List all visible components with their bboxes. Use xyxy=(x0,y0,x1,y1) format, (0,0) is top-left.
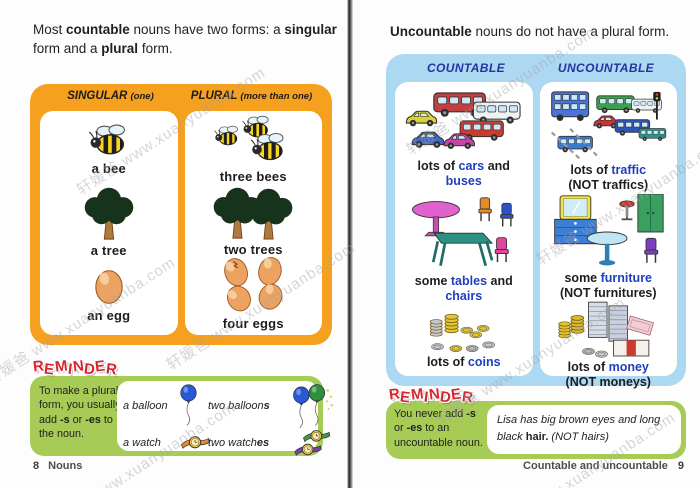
section-title: Countable and uncountable xyxy=(523,460,668,472)
plural-item-bees: three bees xyxy=(212,115,294,184)
item-caption: lots of traffic (NOT traffics) xyxy=(568,163,649,193)
reminder-note: To make a plural form, you usually add -… xyxy=(39,385,121,440)
tree-icon xyxy=(84,186,134,240)
singular-item-egg: an egg xyxy=(87,266,130,323)
singular-plural-table: SINGULAR (one) PLURAL (more than one) a … xyxy=(30,84,332,345)
countable-item-vehicles: lots of cars and buses xyxy=(403,90,525,190)
uncountable-item-money: lots of money (NOT moneys) xyxy=(556,301,660,391)
money-icon xyxy=(558,301,655,358)
watch-icon xyxy=(181,436,210,449)
cars-buses-icon xyxy=(405,92,521,150)
furniture-icon xyxy=(554,193,664,265)
item-caption: three bees xyxy=(219,169,287,185)
example-sentence: Lisa has big brown eyes and long black h… xyxy=(497,414,661,444)
bee-icon xyxy=(87,123,131,159)
example-row-balloon: a balloon two balloons xyxy=(123,384,333,428)
singular-header-note: (one) xyxy=(130,91,154,102)
countable-uncountable-table: COUNTABLE UNCOUNTABLE xyxy=(386,54,686,389)
item-caption: a bee xyxy=(91,161,126,177)
example-singular: a watch xyxy=(123,437,161,449)
example-sentence-box: Lisa has big brown eyes and long black h… xyxy=(487,405,681,454)
item-caption: four eggs xyxy=(222,315,284,331)
examples-box: a balloon two balloons a watch two watch… xyxy=(117,381,333,456)
example-row-watch: a watch two watches xyxy=(123,428,331,458)
two-watches-icon xyxy=(294,430,331,456)
reminder-box: To make a plural form, you usually add -… xyxy=(30,376,333,456)
singular-header-label: SINGULAR xyxy=(67,90,128,102)
page-gutter xyxy=(347,0,353,488)
reminder-title: REMINDER xyxy=(388,385,475,407)
item-caption: lots of coins xyxy=(426,354,501,369)
item-caption: an egg xyxy=(87,307,131,323)
countable-item-coins: lots of coins xyxy=(421,312,507,370)
uncountable-item-furniture: some furniture (NOT furnitures) xyxy=(548,193,668,302)
example-plural: two watches xyxy=(208,437,270,449)
plural-header: PLURAL (more than one) xyxy=(181,90,322,110)
uncountable-cell: lots of traffic (NOT traffics) xyxy=(539,82,677,389)
singular-header: SINGULAR (one) xyxy=(40,90,181,110)
singular-item-tree: a tree xyxy=(81,185,137,258)
reminder-box: You never add -s or -es to an uncountabl… xyxy=(386,401,686,459)
coins-icon xyxy=(429,313,495,352)
tables-chairs-icon xyxy=(411,197,514,267)
item-caption: two trees xyxy=(223,241,283,257)
example-plural: two balloons xyxy=(208,400,270,412)
plural-item-eggs: four eggs xyxy=(219,256,287,331)
uncountable-item-traffic: lots of traffic (NOT traffics) xyxy=(547,90,669,194)
table-header-row: SINGULAR (one) PLURAL (more than one) xyxy=(40,90,322,110)
plural-item-trees: two trees xyxy=(210,185,296,257)
countable-cell: lots of cars and buses xyxy=(395,82,533,376)
four-eggs-icon xyxy=(221,256,287,314)
section-title: Nouns xyxy=(48,460,83,472)
countable-header-label: COUNTABLE xyxy=(426,61,506,75)
item-caption: a tree xyxy=(90,242,127,258)
plural-header-label: PLURAL xyxy=(190,90,238,102)
three-bees-icon xyxy=(212,115,294,167)
right-page-footer: Countable and uncountable 9 xyxy=(523,460,684,472)
item-caption: lots of cars and buses xyxy=(417,159,510,189)
reminder-note: You never add -s or -es to an uncountabl… xyxy=(394,408,483,449)
singular-item-bee: a bee xyxy=(87,123,131,176)
traffic-icon xyxy=(551,91,667,161)
item-caption: lots of money (NOT moneys) xyxy=(565,360,651,390)
uncountable-header-label: UNCOUNTABLE xyxy=(557,61,655,75)
two-trees-icon xyxy=(213,186,294,239)
left-intro-text: Most countable nouns have two forms: a s… xyxy=(33,22,337,56)
page-number: 8 xyxy=(33,460,40,472)
item-caption: some tables and chairs xyxy=(414,273,513,304)
plural-cell: three bees two trees xyxy=(184,111,322,335)
reminder-title: REMINDER xyxy=(32,357,119,379)
page-number: 9 xyxy=(677,460,684,472)
plural-header-note: (more than one) xyxy=(240,91,313,102)
left-page-footer: 8 Nouns xyxy=(33,460,82,472)
example-singular: a balloon xyxy=(123,400,168,412)
egg-icon xyxy=(95,269,123,304)
countable-item-furnishings: some tables and chairs xyxy=(404,197,524,305)
table-header-row: COUNTABLE UNCOUNTABLE xyxy=(396,61,676,81)
item-caption: some furniture (NOT furnitures) xyxy=(559,270,657,300)
singular-cell: a bee a tree an egg xyxy=(40,111,178,335)
balloon-icon xyxy=(180,384,197,426)
two-balloons-icon xyxy=(293,384,333,428)
right-intro-text: Uncountable nouns do not have a plural f… xyxy=(390,24,670,39)
